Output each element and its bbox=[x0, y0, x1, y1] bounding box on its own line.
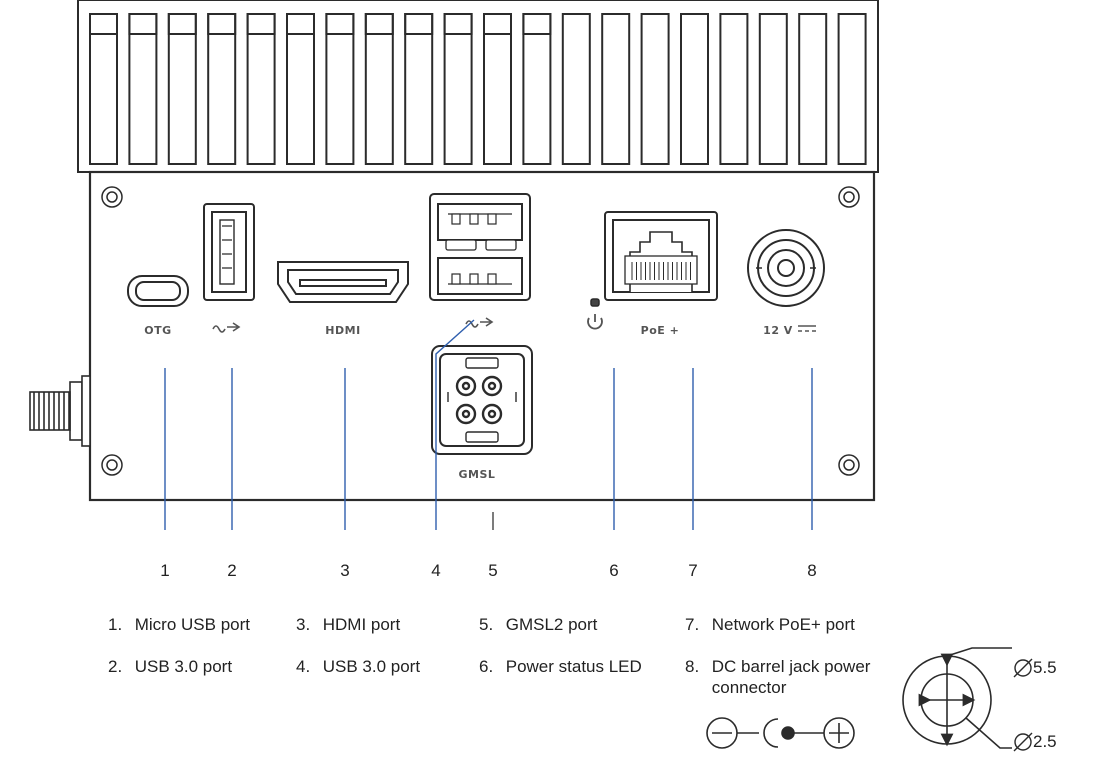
callout-number-8: 8 bbox=[807, 561, 817, 580]
legend-item-5: 5. GMSL2 port bbox=[479, 614, 597, 635]
hdmi-label: HDMI bbox=[325, 324, 360, 337]
heatsink-fin-cap bbox=[443, 13, 473, 35]
legend-number: 2. bbox=[108, 657, 123, 676]
heatsink-fin bbox=[680, 13, 709, 165]
heatsink-fin bbox=[837, 13, 867, 165]
legend-number: 4. bbox=[296, 657, 311, 676]
legend-item-2: 2. USB 3.0 port bbox=[108, 656, 232, 677]
legend-text: Micro USB port bbox=[134, 615, 250, 634]
heatsink-fin-cap bbox=[483, 13, 512, 35]
barrel-dimension-drawing bbox=[902, 647, 1012, 749]
callout-number-2: 2 bbox=[227, 561, 237, 580]
legend-item-8: 8. DC barrel jack power connector bbox=[685, 656, 872, 698]
legend-item-6: 6. Power status LED bbox=[479, 656, 642, 677]
heatsink-fin-cap bbox=[325, 13, 355, 35]
antenna-connector bbox=[29, 375, 91, 447]
diameter-icon bbox=[1013, 658, 1033, 752]
dc-label: 12 V bbox=[763, 324, 793, 337]
usb-ss-icon bbox=[212, 322, 241, 333]
callout-number-6: 6 bbox=[609, 561, 619, 580]
screw-top-right bbox=[838, 186, 860, 208]
inner-diameter-value: 2.5 bbox=[1033, 732, 1057, 751]
usb3-port-vertical bbox=[203, 203, 255, 301]
screw-bottom-left bbox=[101, 454, 123, 476]
callout-number-7: 7 bbox=[688, 561, 698, 580]
legend-number: 8. bbox=[685, 657, 700, 676]
usb3-port-stacked bbox=[429, 193, 531, 301]
heatsink-fin bbox=[798, 13, 828, 165]
screw-bottom-right bbox=[838, 454, 860, 476]
heatsink-fin bbox=[640, 13, 670, 165]
heatsink-fin bbox=[601, 13, 631, 165]
heatsink-fin-cap bbox=[167, 13, 197, 35]
micro-usb-port bbox=[127, 275, 189, 307]
heatsink-fin-cap bbox=[89, 13, 118, 35]
usb-ss-icon-stacked bbox=[465, 317, 494, 328]
legend-text: USB 3.0 port bbox=[134, 657, 233, 676]
legend-number: 1. bbox=[108, 615, 123, 634]
outer-diameter-value: 5.5 bbox=[1033, 658, 1057, 677]
heatsink-fin bbox=[719, 13, 749, 165]
legend-text: Power status LED bbox=[505, 657, 642, 676]
dc-symbol-icon bbox=[798, 325, 816, 332]
heatsink-fin-cap bbox=[286, 13, 315, 35]
screw-top-left bbox=[101, 186, 123, 208]
rj45-pins bbox=[631, 262, 691, 280]
poe-label: PoE + bbox=[641, 324, 680, 337]
callout-lines bbox=[164, 319, 813, 530]
legend-number: 5. bbox=[479, 615, 494, 634]
power-icon bbox=[587, 314, 603, 330]
heatsink-fin-cap bbox=[207, 13, 237, 35]
callout-number-5: 5 bbox=[488, 561, 498, 580]
callout-number-1: 1 bbox=[160, 561, 170, 580]
legend-text: Network PoE+ port bbox=[711, 615, 855, 634]
heatsink-fin bbox=[758, 13, 788, 165]
hdmi-port bbox=[277, 261, 409, 303]
heatsink-fin bbox=[561, 13, 591, 165]
heatsink-fin-cap bbox=[404, 13, 434, 35]
heatsink-fin-cap bbox=[364, 13, 394, 35]
legend-number: 3. bbox=[296, 615, 311, 634]
heatsink-fins bbox=[77, 0, 879, 173]
legend-text: DC barrel jack power connector bbox=[711, 657, 871, 697]
rj45-poe-port bbox=[604, 211, 718, 301]
legend-item-3: 3. HDMI port bbox=[296, 614, 400, 635]
heatsink-fin-cap bbox=[522, 13, 552, 35]
legend-number: 7. bbox=[685, 615, 700, 634]
callout-number-4: 4 bbox=[431, 561, 441, 580]
polarity-symbol-icon bbox=[706, 717, 855, 749]
gmsl-label: GMSL bbox=[459, 468, 496, 481]
legend-item-1: 1. Micro USB port bbox=[108, 614, 250, 635]
otg-label: OTG bbox=[144, 324, 171, 337]
panel-screws bbox=[101, 186, 860, 476]
legend-number: 6. bbox=[479, 657, 494, 676]
legend-text: USB 3.0 port bbox=[322, 657, 421, 676]
heatsink-fin-cap bbox=[246, 13, 276, 35]
gmsl-port bbox=[431, 345, 533, 455]
legend-text: HDMI port bbox=[322, 615, 401, 634]
dc-barrel-jack bbox=[747, 229, 825, 307]
legend-item-4: 4. USB 3.0 port bbox=[296, 656, 420, 677]
callout-number-3: 3 bbox=[340, 561, 350, 580]
legend-text: GMSL2 port bbox=[505, 615, 598, 634]
heatsink-fin-cap bbox=[128, 13, 158, 35]
power-status-led bbox=[590, 298, 600, 307]
legend-item-7: 7. Network PoE+ port bbox=[685, 614, 855, 635]
